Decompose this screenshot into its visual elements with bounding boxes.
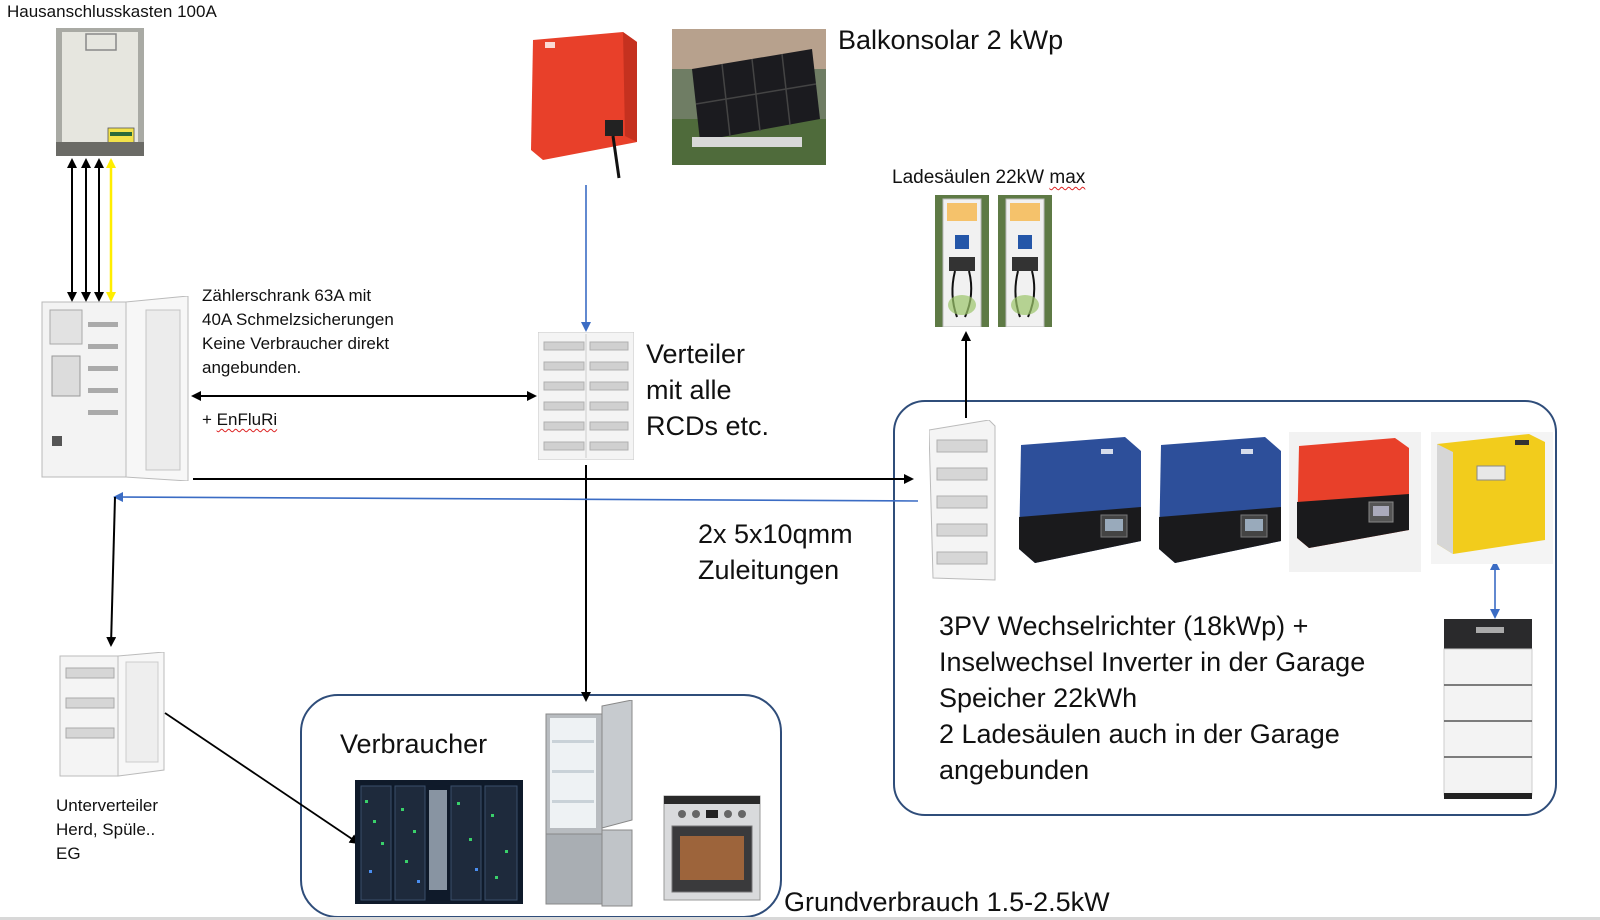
garage-line: 2 Ladesäulen auch in der Garage — [939, 719, 1340, 749]
enfluri-prefix: + — [202, 410, 217, 429]
garage-line: 3PV Wechselrichter (18kWp) + — [939, 611, 1309, 641]
bottom-divider — [0, 917, 1600, 920]
feed-cables-label: 2x 5x10qmm Zuleitungen — [698, 516, 853, 588]
house-connection-box-icon — [56, 28, 144, 156]
distributor-label: Verteiler mit alle RCDs etc. — [646, 336, 769, 444]
feed-from-garage-line — [113, 492, 919, 503]
feed-cables-line: Zuleitungen — [698, 555, 840, 585]
battery-storage-icon — [1443, 619, 1533, 799]
meter-cabinet-description: Zählerschrank 63A mit 40A Schmelzsicheru… — [202, 284, 394, 380]
meter-to-subdistribution-line — [106, 496, 117, 647]
enfluri-text: EnFluRi — [216, 410, 278, 429]
meter-cabinet-line: Zählerschrank 63A mit — [202, 286, 372, 305]
charging-station-icon — [998, 195, 1052, 327]
distributor-line: mit alle — [646, 375, 732, 405]
chargers-label-text: Ladesäulen 22kW — [892, 167, 1050, 188]
garage-description: 3PV Wechselrichter (18kWp) + Inselwechse… — [939, 608, 1365, 788]
feed-cables-line: 2x 5x10qmm — [698, 519, 853, 549]
sub-distribution-line: Unterverteiler — [56, 796, 159, 815]
inverter-icon — [531, 32, 637, 179]
distribution-board-icon — [929, 420, 996, 581]
inverter-icon — [1019, 437, 1141, 563]
enfluri-label: + EnFluRi — [202, 408, 277, 432]
sub-distribution-label: Unterverteiler Herd, Spüle.. EG — [56, 794, 158, 866]
inverter-icon — [1289, 432, 1421, 572]
fridge-icon — [545, 700, 633, 907]
meter-cabinet-line: angebunden. — [202, 358, 302, 377]
garage-line: Inselwechsel Inverter in der Garage — [939, 647, 1366, 677]
garage-group-frame — [893, 400, 1557, 816]
balcony-solar-label: Balkonsolar 2 kWp — [838, 25, 1064, 55]
garage-line: angebunden — [939, 755, 1090, 785]
meter-cabinet-line: Keine Verbraucher direkt — [202, 334, 390, 353]
consumers-label: Verbraucher — [340, 729, 488, 759]
meter-cabinet-line: 40A Schmelzsicherungen — [202, 310, 394, 329]
subdistribution-to-consumers-line — [164, 712, 360, 845]
sub-distribution-line: Herd, Spüle.. — [56, 820, 156, 839]
sub-distribution-board-icon — [59, 652, 165, 777]
meter-cabinet-icon — [41, 296, 189, 481]
oven-icon — [663, 795, 761, 901]
sub-distribution-line: EG — [56, 844, 81, 863]
inverter-icon — [1431, 432, 1553, 564]
garage-line: Speicher 22kWh — [939, 683, 1138, 713]
server-rack-icon — [355, 780, 523, 904]
distributor-line: Verteiler — [646, 339, 746, 369]
base-load-label: Grundverbrauch 1.5-2.5kW — [784, 887, 1110, 917]
inverter-icon — [1159, 437, 1281, 563]
distribution-board-icon — [538, 332, 634, 460]
chargers-label-max: max — [1049, 167, 1086, 188]
chargers-label: Ladesäulen 22kW max — [892, 166, 1085, 190]
charging-station-icon — [935, 195, 989, 327]
distributor-line: RCDs etc. — [646, 411, 770, 441]
house-connection-label: Hausanschlusskasten 100A — [7, 2, 217, 21]
solar-panel-icon — [672, 29, 826, 165]
